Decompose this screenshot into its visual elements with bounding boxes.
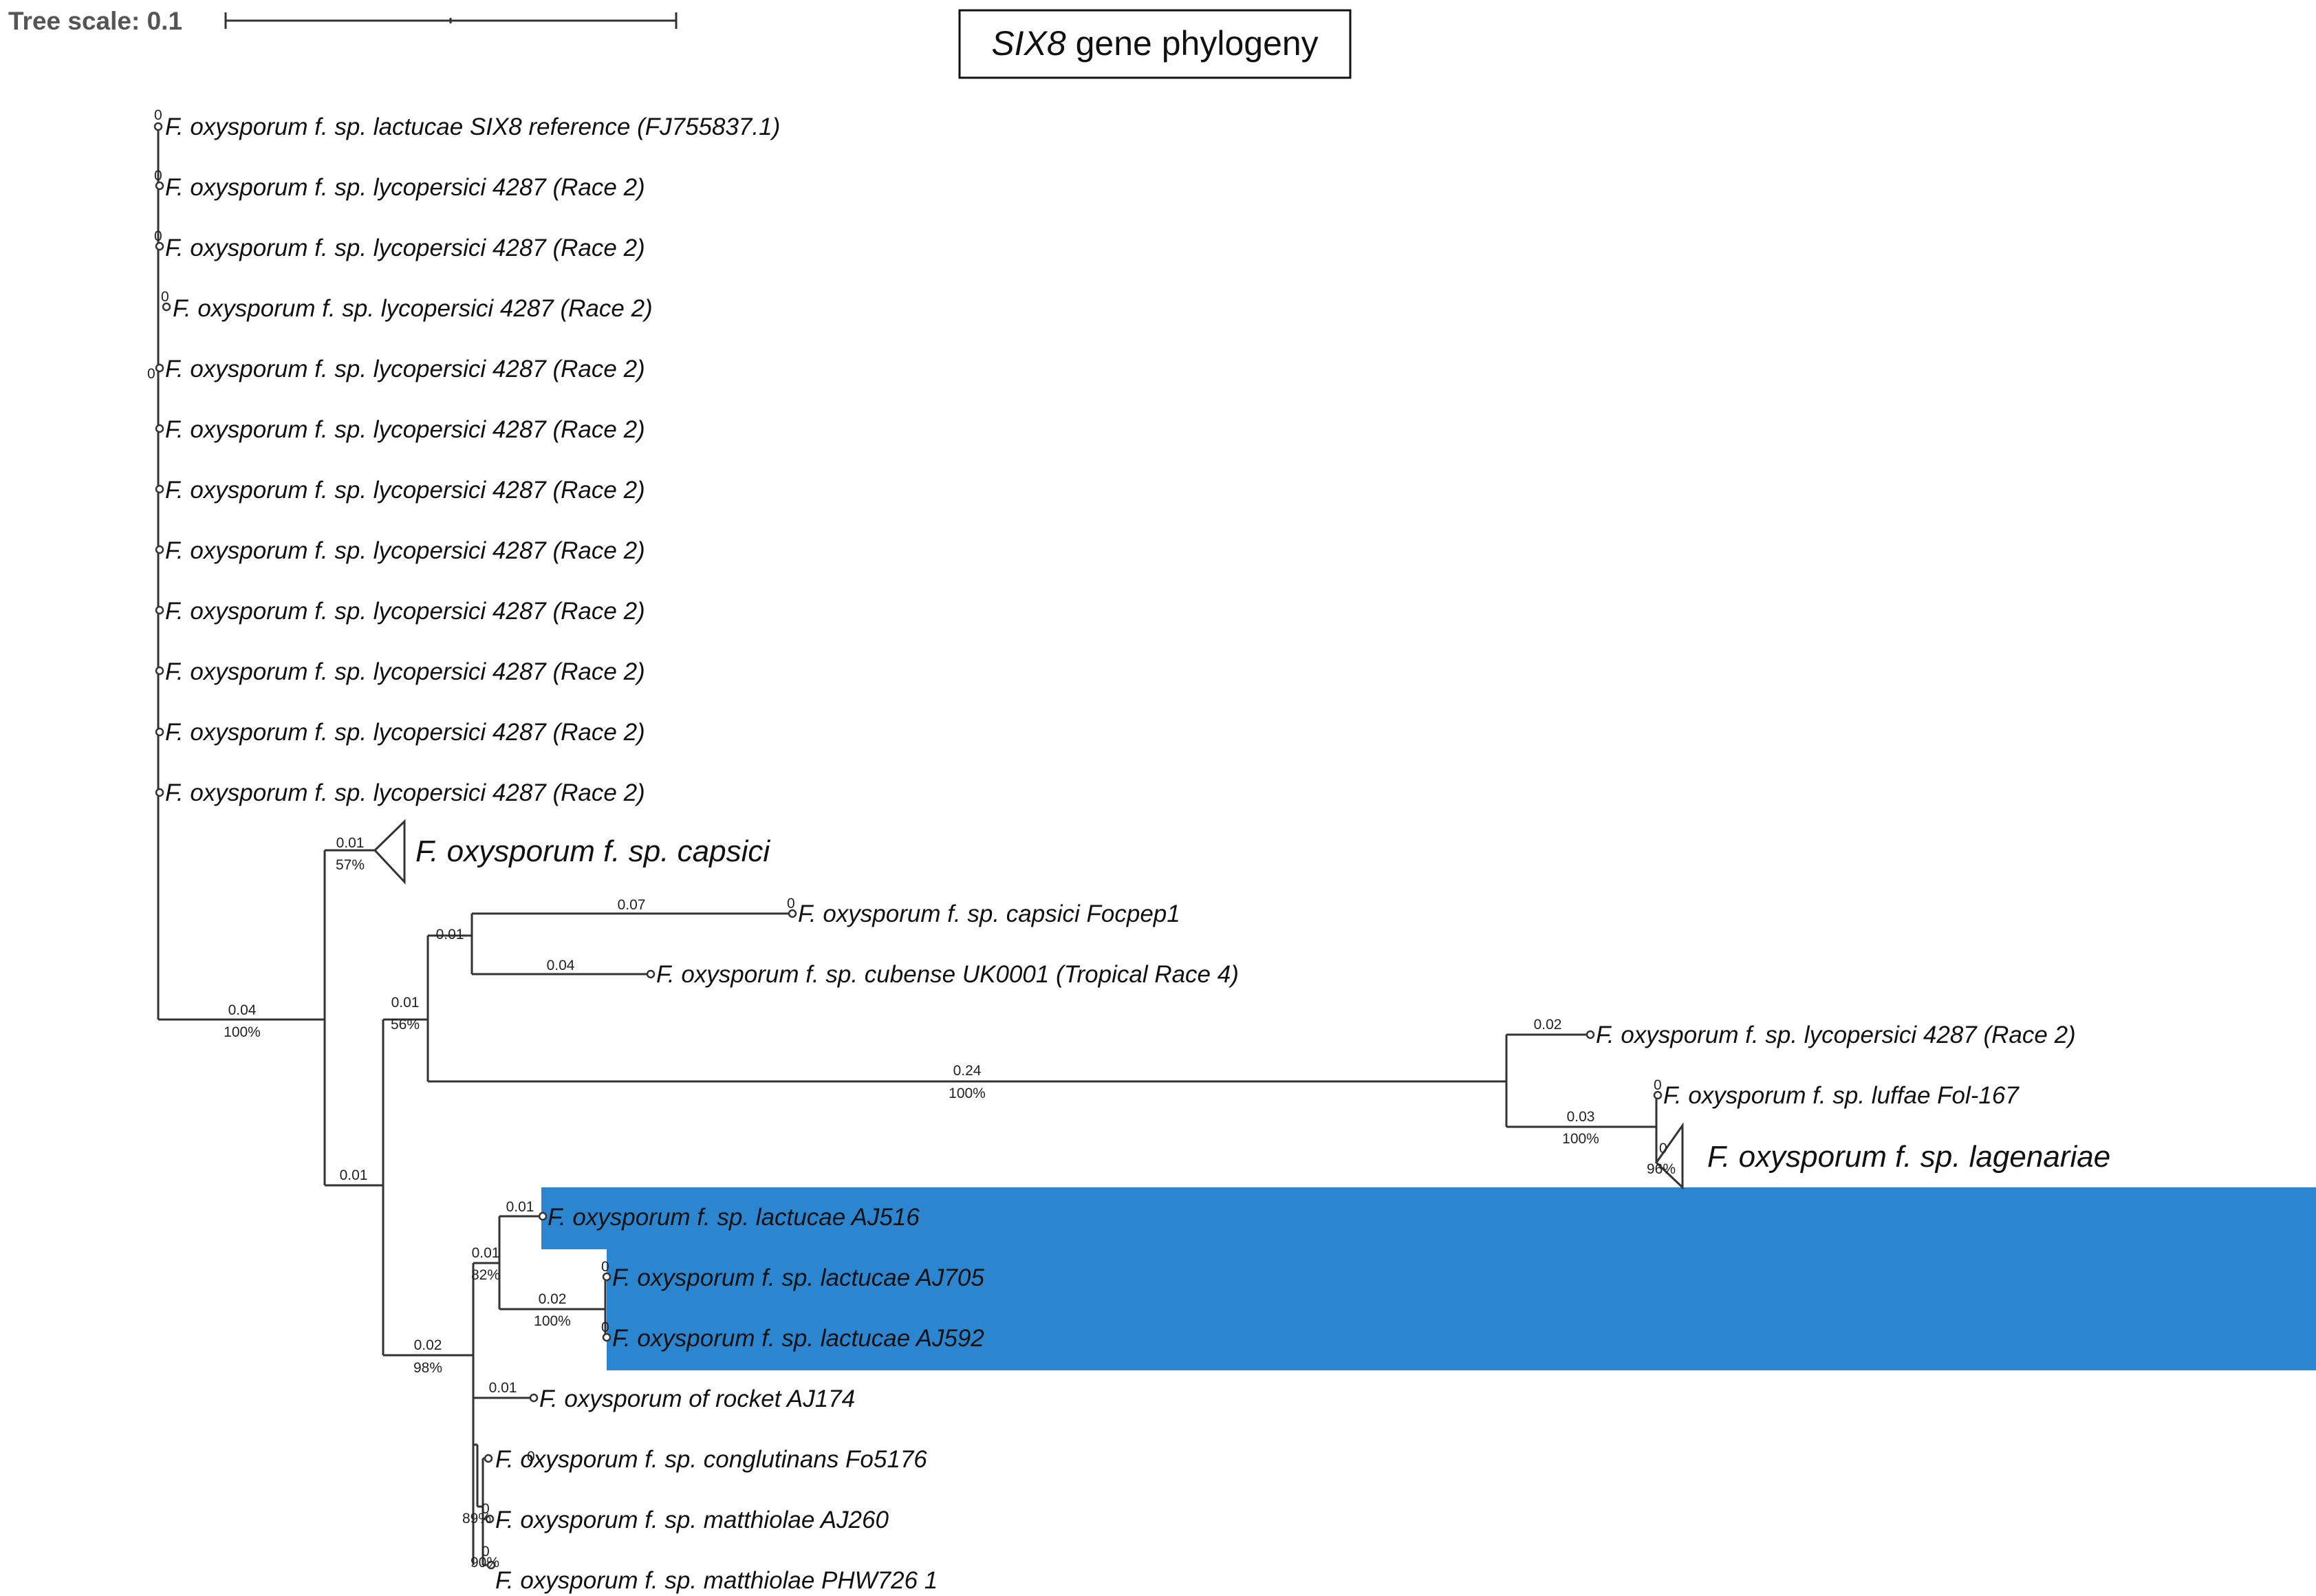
leaf-label-aj516: F. oxysporum f. sp. lactucae AJ516: [548, 1204, 920, 1231]
branch-length-label: 0: [527, 1449, 535, 1465]
support-label: 100%: [949, 1086, 986, 1101]
leaf-label-lycopersici: F. oxysporum f. sp. lycopersici 4287 (Ra…: [173, 295, 653, 322]
branch-length-label: 0.01: [436, 927, 464, 942]
leaf-label-focpep1: F. oxysporum f. sp. capsici Focpep1: [798, 901, 1180, 927]
page-title: SIX8 gene phylogeny: [991, 24, 1318, 63]
leaf-label-phw726: F. oxysporum f. sp. matthiolae PHW726 1: [495, 1567, 938, 1594]
leaf-label-lycopersici: F. oxysporum f. sp. lycopersici 4287 (Ra…: [165, 174, 645, 201]
branch-length-label: 0.01: [489, 1380, 517, 1396]
capsici-clade-triangle: [373, 819, 406, 885]
branch-length-label: 0: [161, 289, 169, 305]
branch-length-label: 0: [787, 896, 795, 912]
title-rest: gene phylogeny: [1066, 24, 1319, 63]
tree-branches: [157, 124, 1658, 1566]
support-label: 90%: [470, 1555, 499, 1571]
branch-length-label: 0.01: [506, 1199, 534, 1215]
branch-length-label: 0: [154, 107, 162, 123]
leaf-label-lycopersici: F. oxysporum f. sp. lycopersici 4287 (Ra…: [165, 658, 645, 685]
branch-length-label: 0: [481, 1544, 490, 1560]
support-label: 100%: [224, 1024, 261, 1040]
leaf-label-aj592: F. oxysporum f. sp. lactucae AJ592: [612, 1325, 984, 1352]
lagenariae-clade-triangle: [1655, 1122, 1684, 1190]
tree-scale-label: Tree scale: 0.1: [8, 7, 182, 35]
branch-length-label: 0.01: [336, 835, 365, 851]
tree-scale-bar: [224, 12, 678, 29]
support-label: 96%: [1647, 1161, 1676, 1177]
leaf-label-fo5176: F. oxysporum f. sp. conglutinans Fo5176: [495, 1446, 927, 1473]
branch-length-label: 0.24: [953, 1063, 982, 1079]
branch-length-label: 0.01: [340, 1167, 368, 1183]
leaf-label-lycopersici: F. oxysporum f. sp. lycopersici 4287 (Ra…: [165, 416, 645, 443]
branch-length-label: 0.07: [618, 897, 646, 913]
clade-label-capsici: F. oxysporum f. sp. capsici: [415, 834, 770, 868]
branch-length-label: 0: [154, 168, 162, 184]
lactucae-highlight: [541, 1187, 2316, 1370]
leaf-label-lycopersici: F. oxysporum f. sp. lycopersici 4287 (Ra…: [165, 537, 645, 564]
branch-length-label: 0.01: [391, 995, 420, 1011]
support-label: 98%: [413, 1360, 442, 1376]
node-markers: [153, 122, 1663, 1570]
branch-length-label: 0.04: [228, 1002, 257, 1018]
leaf-label-uk0001: F. oxysporum f. sp. cubense UK0001 (Trop…: [656, 961, 1239, 988]
leaf-label-aj174: F. oxysporum of rocket AJ174: [539, 1385, 855, 1412]
branch-length-label: 0.04: [547, 958, 575, 973]
leaf-label-lycopersici: F. oxysporum f. sp. lycopersici 4287 (Ra…: [165, 779, 645, 806]
support-label: 89%: [462, 1511, 491, 1527]
branch-annotations: 0 0 0 0 0 0 0 0 0 0 0 0 0 0.01 57% 0.04 …: [147, 107, 1676, 1571]
branch-length-label: 0: [601, 1259, 609, 1275]
branch-length-label: 0: [154, 228, 162, 244]
leaf-label-lycopersici: F. oxysporum f. sp. lycopersici 4287 (Ra…: [165, 356, 645, 382]
branch-length-label: 0.02: [539, 1291, 567, 1307]
branch-length-label: 0: [481, 1501, 490, 1517]
support-label: 57%: [336, 857, 365, 873]
title-gene: SIX8: [991, 24, 1066, 63]
leaf-label-reference: F. oxysporum f. sp. lactucae SIX8 refere…: [165, 114, 780, 140]
leaf-label-aj705: F. oxysporum f. sp. lactucae AJ705: [612, 1264, 984, 1291]
leaf-label-luffae: F. oxysporum f. sp. luffae Fol-167: [1663, 1082, 2020, 1109]
clade-label-lagenariae: F. oxysporum f. sp. lagenariae: [1707, 1140, 2110, 1174]
support-label: 100%: [534, 1313, 571, 1329]
support-label: 56%: [391, 1017, 420, 1033]
branch-length-label: 0: [147, 366, 155, 382]
leaf-label-lycopersici: F. oxysporum f. sp. lycopersici 4287 (Ra…: [165, 235, 645, 261]
branch-length-label: 0.01: [472, 1245, 500, 1261]
support-label: 82%: [471, 1267, 500, 1283]
branch-length-label: 0.02: [414, 1337, 442, 1353]
branch-length-label: 0: [1659, 1141, 1667, 1156]
leaf-label-lycopersici: F. oxysporum f. sp. lycopersici 4287 (Ra…: [165, 598, 645, 625]
leaf-label-lycopersici: F. oxysporum f. sp. lycopersici 4287 (Ra…: [165, 719, 645, 746]
branch-length-label: 0: [601, 1319, 609, 1335]
leaf-label-lycopersici: F. oxysporum f. sp. lycopersici 4287 (Ra…: [165, 477, 645, 504]
leaf-label-lycopersici-right: F. oxysporum f. sp. lycopersici 4287 (Ra…: [1596, 1022, 2076, 1048]
title-box: [958, 9, 1352, 79]
branch-length-label: 0: [1654, 1077, 1662, 1093]
branch-length-label: 0.03: [1567, 1109, 1595, 1125]
branch-length-label: 0.02: [1534, 1017, 1562, 1033]
leaf-label-aj260: F. oxysporum f. sp. matthiolae AJ260: [495, 1507, 889, 1533]
support-label: 100%: [1562, 1131, 1599, 1147]
